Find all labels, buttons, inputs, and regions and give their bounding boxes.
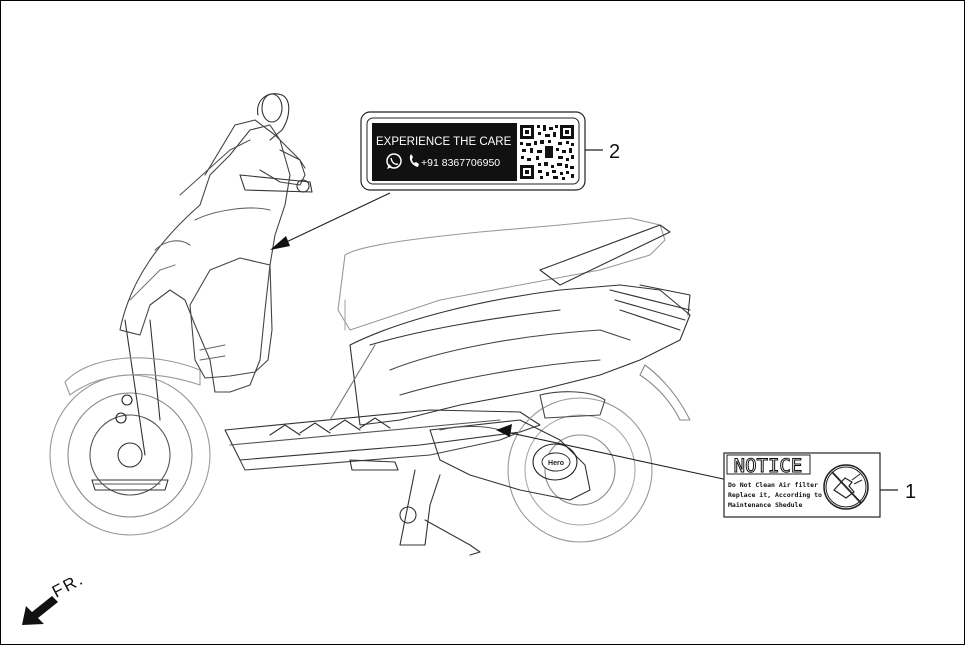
notice-line-3: Maintenance Shedule [728, 501, 802, 509]
notice-sticker: NOTICE Do Not Clean Air filter Replace i… [723, 452, 881, 518]
fork-bolt [121, 394, 133, 406]
notice-line-2: Replace it, According to [728, 491, 822, 499]
leader-line-2 [279, 192, 391, 246]
rear-wheel [507, 397, 653, 543]
center-stand [349, 459, 481, 556]
notice-line-1: Do Not Clean Air filter [728, 481, 818, 489]
notice-heading: NOTICE [734, 455, 803, 477]
no-clean-prohibition-icon [823, 464, 869, 510]
leader-line-1 [505, 431, 729, 481]
care-sticker: EXPERIENCE THE CARE +91 8367706950 [360, 111, 586, 191]
engine-cvt [429, 391, 606, 501]
brand-badge: Hero [541, 452, 571, 472]
floorboard [224, 409, 541, 471]
leader-arrowhead-1 [496, 424, 512, 437]
front-arrow-icon [22, 596, 58, 625]
callout-number-2: 2 [609, 141, 620, 163]
leader-arrowhead-2 [270, 236, 290, 250]
care-sticker-phone: +91 8367706950 [421, 157, 500, 169]
front-wheel [49, 374, 211, 536]
rear-body-panel [329, 284, 691, 426]
front-direction-label: FR. [49, 569, 87, 601]
whatsapp-icon [386, 153, 402, 169]
svg-text:Hero: Hero [548, 460, 564, 467]
phone-icon [409, 154, 419, 167]
care-sticker-title: EXPERIENCE THE CARE [376, 136, 512, 148]
qr-code [518, 123, 576, 181]
front-apron [119, 124, 291, 393]
callout-number-1: 1 [905, 481, 916, 503]
handlebar [204, 93, 313, 193]
seat [337, 217, 671, 331]
